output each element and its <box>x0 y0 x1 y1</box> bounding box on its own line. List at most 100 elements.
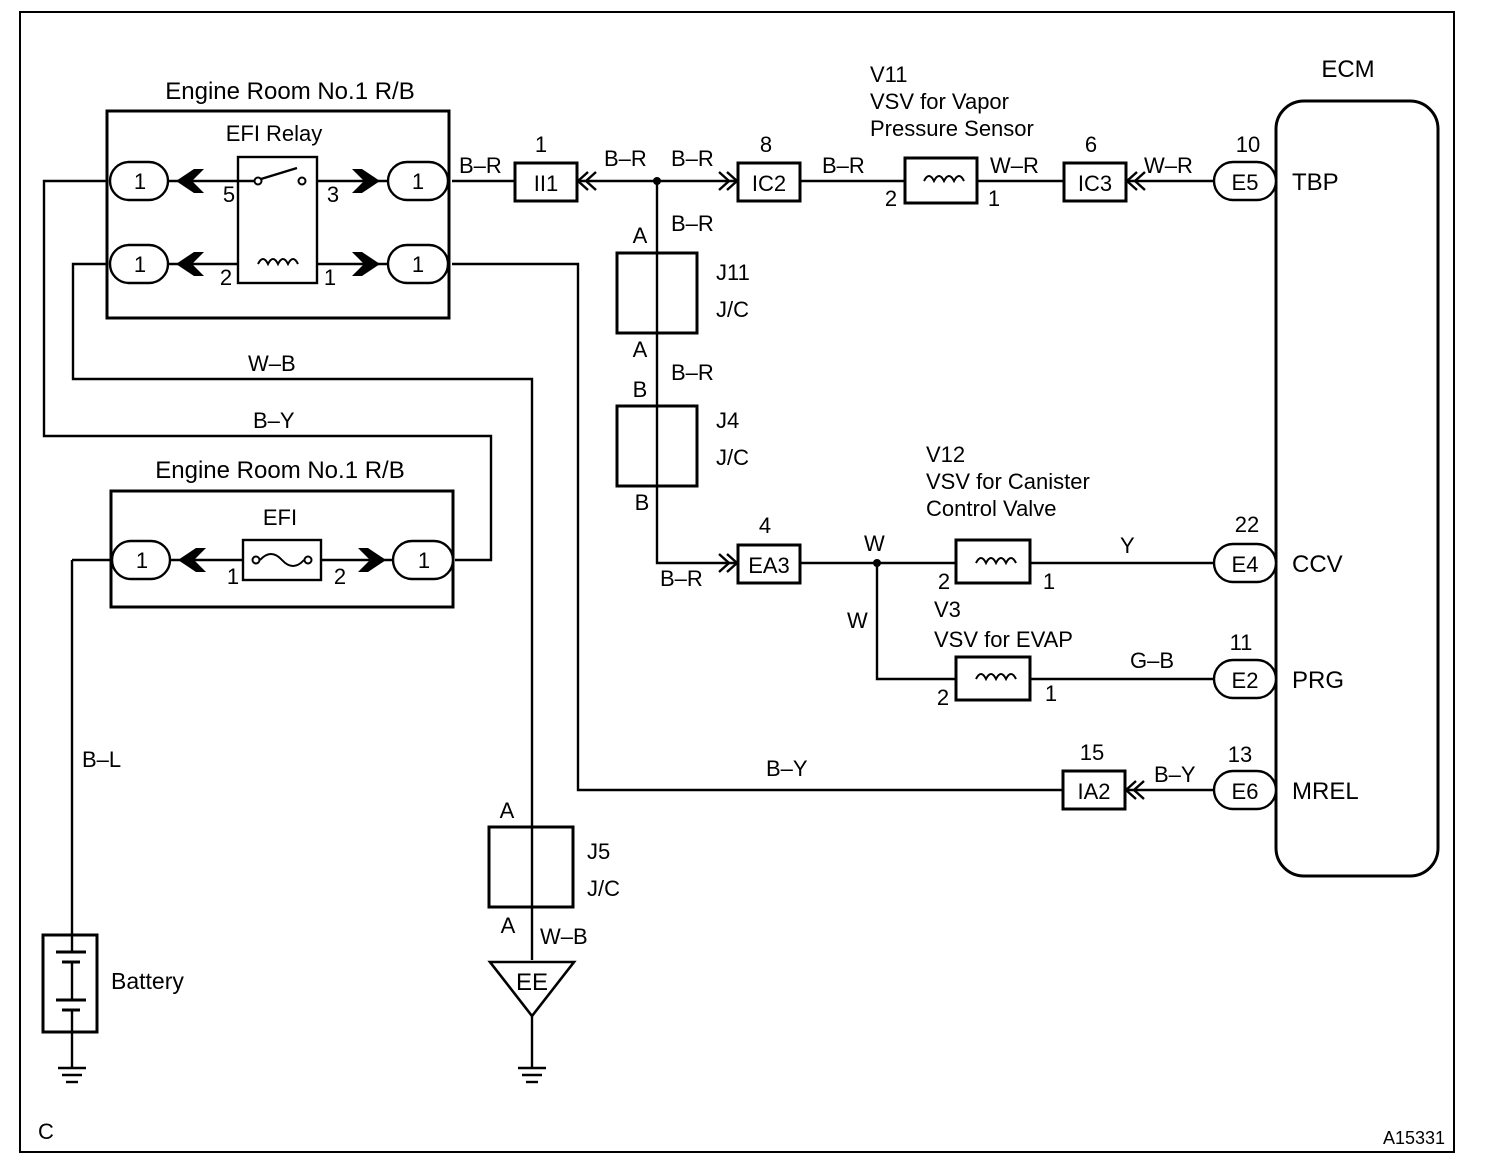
wire-color-labels: B–R B–R B–R B–R B–R W–R W–R B–R B–R W W … <box>82 146 1196 949</box>
wires <box>42 177 1214 1068</box>
efi-relay-box: Engine Room No.1 R/B EFI Relay 1 1 1 1 5… <box>105 78 451 320</box>
chevron-left-icon <box>176 169 204 193</box>
svg-text:IC3: IC3 <box>1078 171 1112 196</box>
svg-text:Pressure Sensor: Pressure Sensor <box>870 116 1034 141</box>
svg-text:1: 1 <box>134 169 146 194</box>
svg-text:II1: II1 <box>534 171 558 196</box>
relay-coil-icon <box>257 258 299 267</box>
wire-label: B–R <box>671 360 714 385</box>
svg-text:CCV: CCV <box>1292 551 1343 578</box>
ecm-terminal-prg: E2 11 PRG <box>1212 630 1344 700</box>
wire-label: B–Y <box>253 408 295 433</box>
solenoid-coil-icon <box>975 673 1017 682</box>
junction-j5: A A J5 J/C <box>487 798 620 938</box>
svg-text:A: A <box>500 798 515 823</box>
svg-text:PRG: PRG <box>1292 667 1344 694</box>
wire-label: W–R <box>1144 153 1193 178</box>
relay-box-title: Engine Room No.1 R/B <box>165 78 414 105</box>
svg-text:IA2: IA2 <box>1077 779 1110 804</box>
battery: Battery <box>41 933 184 1034</box>
fuse-pin-left <box>110 539 172 581</box>
ecm-title: ECM <box>1321 56 1374 83</box>
wire-label: Y <box>1120 533 1135 558</box>
fuse-box-title: Engine Room No.1 R/B <box>155 457 404 484</box>
ground-icon <box>58 1066 86 1084</box>
wire-label: B–Y <box>766 756 808 781</box>
svg-text:E6: E6 <box>1232 779 1259 804</box>
svg-text:2: 2 <box>334 564 346 589</box>
svg-text:15: 15 <box>1080 740 1104 765</box>
svg-text:IC2: IC2 <box>752 171 786 196</box>
svg-text:5: 5 <box>223 182 235 207</box>
vsv-v12: V12 VSV for Canister Control Valve 2 1 <box>926 442 1090 594</box>
svg-text:A: A <box>501 913 516 938</box>
svg-text:8: 8 <box>760 132 772 157</box>
wire-branch-v3 <box>875 563 956 681</box>
svg-text:2: 2 <box>885 186 897 211</box>
wire-label: B–R <box>604 146 647 171</box>
svg-text:B: B <box>635 490 650 515</box>
svg-text:A: A <box>633 223 648 248</box>
svg-text:Control Valve: Control Valve <box>926 496 1056 521</box>
svg-text:J11: J11 <box>716 260 750 285</box>
svg-text:VSV for Vapor: VSV for Vapor <box>870 89 1009 114</box>
ecm-terminal-mrel: E6 13 MREL <box>1212 742 1359 811</box>
wire-label: B–R <box>671 146 714 171</box>
vsv-v11: V11 VSV for Vapor Pressure Sensor 2 1 <box>870 62 1034 211</box>
svg-text:VSV for Canister: VSV for Canister <box>926 469 1090 494</box>
junction-j4: B B J4 J/C <box>615 377 749 515</box>
ground-ee: EE <box>487 960 577 1019</box>
splice-w <box>873 559 881 567</box>
relay-pin-left-bottom <box>108 243 170 285</box>
solenoid-coil-icon <box>923 175 965 184</box>
ecm-terminal-ccv: E4 22 CCV <box>1212 512 1343 584</box>
svg-text:11: 11 <box>1230 630 1253 655</box>
efi-relay-label: EFI Relay <box>226 121 323 146</box>
svg-text:1: 1 <box>1043 569 1055 594</box>
connector-ic3: IC3 6 <box>1062 132 1146 203</box>
svg-text:B: B <box>633 377 648 402</box>
svg-text:V11: V11 <box>870 62 908 87</box>
ecm-terminal-tbp: E5 10 TBP <box>1212 132 1339 202</box>
svg-text:EA3: EA3 <box>748 553 790 578</box>
svg-text:J5: J5 <box>587 839 610 864</box>
wire-label: B–R <box>671 211 714 236</box>
diagram-frame <box>19 11 1455 1153</box>
relay-pin-left-top <box>108 160 170 202</box>
svg-text:J/C: J/C <box>716 445 749 470</box>
svg-text:2: 2 <box>220 265 232 290</box>
page-code: C <box>38 1119 54 1144</box>
wire-label: W <box>864 531 885 556</box>
wire-label: B–R <box>660 566 703 591</box>
relay-pin-right-top <box>386 160 450 202</box>
svg-text:E4: E4 <box>1232 552 1259 577</box>
wire-label: W–R <box>990 153 1039 178</box>
wire-label: B–R <box>822 153 865 178</box>
svg-text:A: A <box>633 337 648 362</box>
wire-label: W <box>847 608 868 633</box>
svg-text:2: 2 <box>937 685 949 710</box>
svg-text:J4: J4 <box>716 408 739 433</box>
svg-text:3: 3 <box>327 182 339 207</box>
wire-efi-feed <box>42 179 493 562</box>
connector-ic2: IC2 8 <box>718 132 802 203</box>
wire-label: B–L <box>82 747 121 772</box>
fuse-pin-right <box>391 539 455 581</box>
wire-mrel <box>452 262 1063 792</box>
svg-text:VSV for EVAP: VSV for EVAP <box>934 627 1073 652</box>
efi-fuse-label: EFI <box>263 505 297 530</box>
relay-pin-right-bottom <box>386 243 450 285</box>
wire-label: W–B <box>248 351 296 376</box>
wire-label: W–B <box>540 924 588 949</box>
svg-text:1: 1 <box>535 132 547 157</box>
connector-ii1: II1 1 <box>513 132 597 203</box>
svg-text:13: 13 <box>1228 742 1252 767</box>
svg-text:V3: V3 <box>934 597 961 622</box>
svg-text:1: 1 <box>227 564 239 589</box>
svg-text:6: 6 <box>1085 132 1097 157</box>
efi-fuse-box: Engine Room No.1 R/B EFI 1 1 1 2 <box>109 457 455 609</box>
svg-text:1: 1 <box>134 252 146 277</box>
chevron-right-icon <box>358 548 386 572</box>
svg-text:E5: E5 <box>1232 170 1259 195</box>
